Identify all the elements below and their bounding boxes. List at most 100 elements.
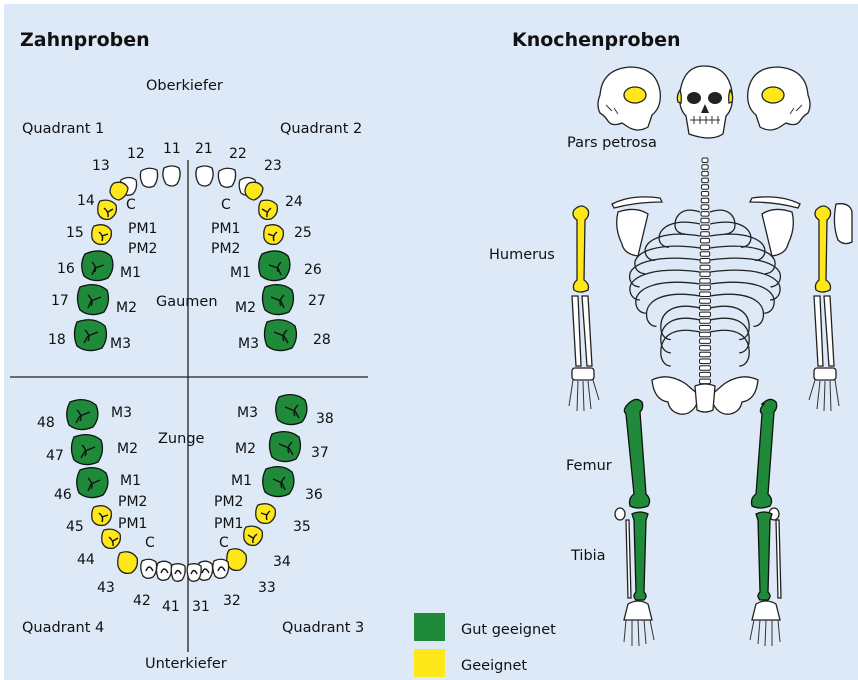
type-m3-ur: M3 — [238, 336, 259, 352]
dental-chart: Oberkiefer Unterkiefer Gaumen Zunge Quad… — [10, 78, 368, 672]
legend-label-suitable: Geeignet — [461, 658, 527, 674]
tooth-number-12: 12 — [127, 146, 145, 162]
vertebra — [701, 198, 709, 203]
teeth-title: Zahnproben — [20, 29, 150, 51]
vertebra — [700, 326, 711, 331]
tooth-46 — [77, 468, 108, 498]
type-c-ur: C — [221, 197, 231, 213]
bones-title: Knochenproben — [512, 29, 681, 51]
vertebra — [701, 205, 709, 210]
vertebra — [701, 212, 709, 217]
tooth-21 — [196, 166, 213, 186]
tibia-label: Tibia — [570, 548, 606, 564]
tooth-number-37: 37 — [311, 445, 329, 461]
pars-petrosa-left — [624, 87, 646, 103]
skeleton-diagram: Pars petrosa Humerus Femur Tibia — [489, 66, 852, 646]
type-m3-ll: M3 — [111, 405, 132, 421]
tibia-left — [632, 512, 648, 600]
vertebra — [700, 332, 711, 337]
legend-swatch-suitable — [414, 649, 445, 677]
tooth-number-22: 22 — [229, 146, 247, 162]
type-m2-ll: M2 — [117, 441, 138, 457]
clavicle-left — [612, 197, 662, 208]
fibula-left — [626, 520, 631, 598]
legend-swatch-good — [414, 613, 445, 641]
pelvis-left — [652, 377, 700, 414]
tooth-44 — [118, 552, 138, 574]
tooth-number-34: 34 — [273, 554, 291, 570]
ulna-left — [582, 296, 592, 366]
vertebra — [700, 379, 711, 384]
upper-jaw-label: Oberkiefer — [146, 78, 223, 94]
type-pm2-ul: PM2 — [128, 241, 157, 257]
tooth-number-16: 16 — [57, 261, 75, 277]
tooth-11 — [163, 166, 180, 186]
type-m3-lr: M3 — [237, 405, 258, 421]
upper-right-teeth — [196, 166, 297, 351]
tooth-number-18: 18 — [48, 332, 66, 348]
radius-left — [572, 296, 581, 366]
type-m3-ul: M3 — [110, 336, 131, 352]
rib — [710, 318, 749, 353]
palate-label: Gaumen — [156, 294, 218, 310]
tooth-number-47: 47 — [46, 448, 64, 464]
scapula-edge — [834, 204, 852, 244]
tooth-22 — [218, 168, 235, 187]
rib — [710, 282, 774, 313]
tooth-14 — [98, 200, 117, 219]
fibula-right — [776, 520, 781, 598]
legend-label-good: Gut geeignet — [461, 622, 556, 638]
vertebra — [700, 259, 710, 264]
vertebra — [700, 265, 710, 270]
humerus-label: Humerus — [489, 247, 555, 263]
skull-right-side — [748, 67, 810, 130]
tongue-label: Zunge — [158, 431, 205, 447]
rib — [710, 294, 763, 326]
rib — [661, 318, 700, 353]
vertebra — [700, 245, 709, 250]
tooth-number-14: 14 — [77, 193, 95, 209]
type-pm1-ur: PM1 — [211, 221, 240, 237]
tooth-31 — [187, 564, 201, 582]
type-m1-ul: M1 — [120, 265, 141, 281]
tooth-number-11: 11 — [163, 141, 181, 157]
tooth-canine-upper-right — [245, 182, 263, 200]
tooth-number-41: 41 — [162, 599, 180, 615]
tooth-number-36: 36 — [305, 487, 323, 503]
type-pm1-ul: PM1 — [128, 221, 157, 237]
vertebra — [701, 192, 708, 197]
vertebra — [702, 171, 709, 176]
tooth-number-46: 46 — [54, 487, 72, 503]
ulna-right — [824, 296, 834, 366]
tooth-numbers: 11 12 13 14 15 16 17 18 21 22 23 24 25 2… — [37, 141, 334, 615]
vertebra — [700, 352, 711, 357]
humerus-right — [815, 206, 831, 292]
quadrant-2-label: Quadrant 2 — [280, 121, 362, 137]
tooth-number-43: 43 — [97, 580, 115, 596]
tooth-43 — [141, 559, 157, 578]
rib — [636, 282, 700, 313]
tooth-number-23: 23 — [264, 158, 282, 174]
foot-right — [750, 601, 780, 646]
tooth-16 — [82, 251, 113, 281]
tooth-number-13: 13 — [92, 158, 110, 174]
vertebra — [701, 238, 710, 243]
tooth-number-38: 38 — [316, 411, 334, 427]
spine — [700, 158, 711, 384]
femur-label: Femur — [566, 458, 612, 474]
rib — [710, 306, 749, 339]
hand-right — [809, 368, 839, 411]
type-m1-ur: M1 — [230, 265, 251, 281]
tooth-type-labels: C PM1 PM2 M1 M2 M3 C PM1 PM2 M1 M2 M3 M3… — [110, 197, 259, 551]
tooth-26 — [259, 251, 290, 281]
vertebra — [700, 359, 711, 364]
type-pm2-ur: PM2 — [211, 241, 240, 257]
legend: Gut geeignet Geeignet — [414, 613, 556, 677]
type-pm1-ll: PM1 — [118, 516, 147, 532]
vertebra — [700, 366, 711, 371]
tooth-number-15: 15 — [66, 225, 84, 241]
rib — [647, 294, 700, 326]
pars-petrosa-right — [762, 87, 784, 103]
vertebra — [701, 225, 710, 230]
